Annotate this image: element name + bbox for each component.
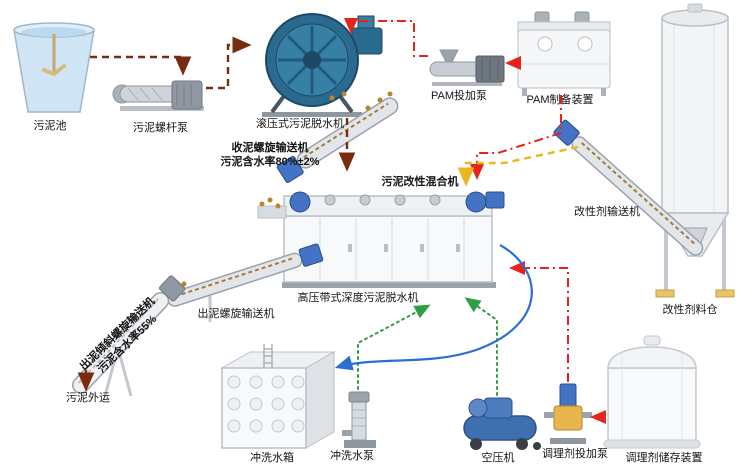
label-discharge-conveyor: 出泥螺旋输送机 (197, 308, 275, 320)
label-collect-conveyor-line2: 污泥含水率80%±2% (220, 155, 320, 168)
flow-lines (77, 18, 606, 424)
label-mixer: 污泥改性混合机 (381, 176, 459, 188)
label-flush-pump: 冲洗水泵 (330, 450, 374, 462)
flushwater-line-pump-to-machine (357, 304, 431, 390)
label-screw-pump: 污泥螺杆泵 (133, 122, 188, 134)
sludge-line-pool-to-pump (90, 55, 192, 76)
conditioner-storage-tank-graphic (603, 335, 701, 449)
label-flush-tank: 冲洗水箱 (250, 452, 294, 464)
air-line-compressor-to-machine (464, 297, 498, 396)
main-belt-dewaterer-graphic (257, 191, 505, 288)
label-main-machine: 高压带式深度污泥脱水机 (297, 292, 419, 304)
label-modifier-silo: 改性剂料仓 (662, 304, 718, 316)
pam-line-pump-to-drum (344, 18, 428, 57)
drum-dewaterer-graphic (262, 13, 383, 117)
label-modifier-conveyor: 改性剂输送机 (574, 206, 640, 218)
pam-dosing-pump-graphic (429, 49, 505, 86)
label-conditioner-storage: 调理剂储存装置 (625, 452, 703, 464)
sludge-pool-graphic (13, 22, 95, 113)
sludge-line-pump-to-drum (206, 36, 252, 90)
sludge-screw-pump-graphic (112, 80, 204, 111)
label-conditioner-pump: 调理剂投加泵 (542, 448, 608, 460)
air-compressor-graphic (463, 397, 541, 450)
inclined-conveyor-graphic (71, 275, 186, 397)
label-drum-dewaterer: 滚压式污泥脱水机 (256, 118, 344, 130)
flush-pump-graphic (342, 391, 376, 448)
label-sludge-out: 污泥外运 (66, 392, 110, 404)
pam-preparation-unit-graphic (517, 11, 611, 96)
label-sludge-pool: 污泥池 (33, 120, 67, 132)
modifier-line-to-mixer (457, 145, 579, 187)
conditioner-dosing-pump-graphic (544, 383, 592, 444)
label-collect-conveyor: 收泥螺旋输送机 污泥含水率80%±2% (205, 142, 335, 170)
water-hose-machine-to-tank (334, 244, 533, 371)
conditioner-line-pump-to-machine (509, 261, 569, 382)
label-pam-pump: PAM投加泵 (430, 90, 488, 102)
modifier-conveyor-graphic (553, 119, 708, 256)
label-collect-conveyor-line1: 收泥螺旋输送机 (231, 142, 309, 154)
label-compressor: 空压机 (481, 452, 515, 464)
flush-water-tank-graphic (220, 344, 336, 449)
collect-screw-conveyor-graphic (276, 91, 399, 184)
pam-line-to-mixer (470, 95, 562, 180)
label-pam-prep: PAM制备装置 (526, 94, 594, 106)
